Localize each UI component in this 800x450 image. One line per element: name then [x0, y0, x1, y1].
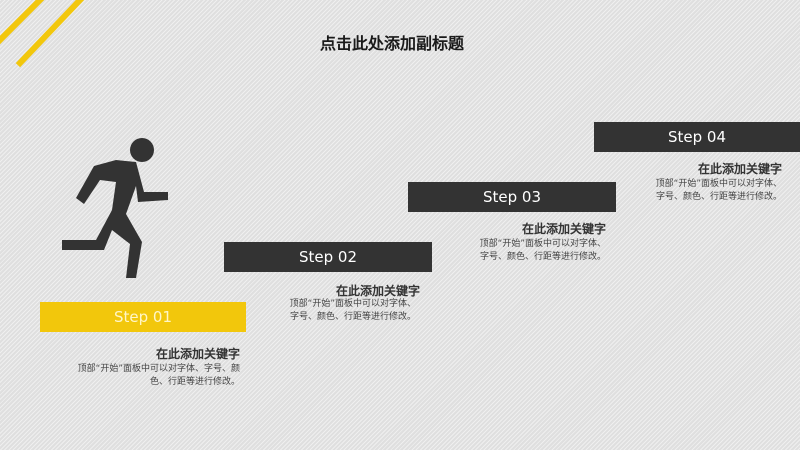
- step-03-description-line-2: 字号、颜色、行距等进行修改。: [479, 252, 606, 262]
- subtitle[interactable]: 点击此处添加副标题: [319, 34, 464, 53]
- step-03-bar[interactable]: Step 03: [408, 182, 616, 212]
- step-03-description-line-1: 顶部“开始”面板中可以对字体、: [479, 239, 606, 249]
- step-03-description[interactable]: 顶部“开始”面板中可以对字体、 字号、颜色、行距等进行修改。: [406, 238, 606, 264]
- step-04-bar[interactable]: Step 04: [594, 122, 800, 152]
- step-02-description[interactable]: 顶部“开始”面板中可以对字体、 字号、颜色、行距等进行修改。: [216, 298, 416, 324]
- step-02-description-line-2: 字号、颜色、行距等进行修改。: [289, 312, 416, 322]
- step-02-keyword[interactable]: 在此添加关键字: [335, 284, 420, 298]
- step-01-keyword[interactable]: 在此添加关键字: [155, 347, 240, 361]
- step-01-description[interactable]: 顶部“开始”面板中可以对字体、字号、颜 色、行距等进行修改。: [20, 363, 240, 389]
- step-04-keyword[interactable]: 在此添加关键字: [697, 162, 782, 176]
- step-04-description-line-2: 字号、颜色、行距等进行修改。: [655, 192, 782, 202]
- step-02-description-line-1: 顶部“开始”面板中可以对字体、: [289, 299, 416, 309]
- running-man-icon: [62, 138, 168, 278]
- step-01-bar[interactable]: Step 01: [40, 302, 246, 332]
- step-02-bar[interactable]: Step 02: [224, 242, 432, 272]
- step-01-description-line-2: 色、行距等进行修改。: [149, 377, 240, 387]
- corner-stripes: [0, 0, 85, 68]
- step-04-description-line-1: 顶部“开始”面板中可以对字体、: [655, 179, 782, 189]
- step-03-keyword[interactable]: 在此添加关键字: [521, 222, 606, 236]
- step-01-description-line-1: 顶部“开始”面板中可以对字体、字号、颜: [77, 364, 240, 374]
- step-04-description[interactable]: 顶部“开始”面板中可以对字体、 字号、颜色、行距等进行修改。: [602, 178, 782, 204]
